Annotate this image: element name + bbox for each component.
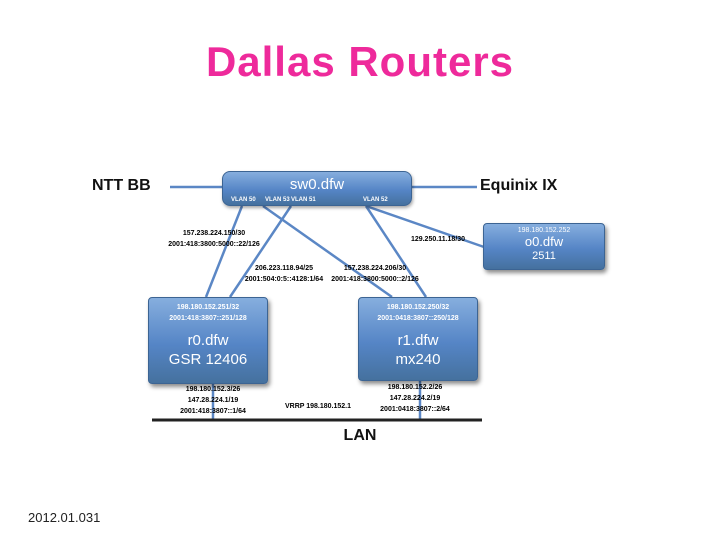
peer-label-equinix-ix: Equinix IX <box>480 177 558 194</box>
link-label-ix: 206.223.118.94/25 2001:504:0:5::4128:1/6… <box>230 264 338 285</box>
page-title: Dallas Routers <box>205 38 515 85</box>
r0-lan-ipv4-b: 147.28.224.1/19 <box>187 396 239 404</box>
r1-lan-ipv4-b: 147.28.224.2/19 <box>389 394 441 402</box>
router-node-r0[interactable]: 198.180.152.251/32 2001:418:3807::251/12… <box>148 297 268 384</box>
r1-lan-ipv4: 198.180.152.2/26 <box>387 384 443 391</box>
o0-model: 2511 <box>532 249 556 262</box>
r0-loopback-ipv6: 2001:418:3807::251/128 <box>169 314 247 322</box>
switch-node-sw0[interactable]: sw0.dfw VLAN 50 VLAN 53 VLAN 51 VLAN 52 <box>222 171 412 206</box>
lan-addresses-r1: 198.180.152.2/26 147.28.224.2/19 2001:04… <box>360 383 470 416</box>
ix-link-ipv6: 2001:504:0:5::4128:1/64 <box>244 275 324 283</box>
vrrp-label: VRRP 198.180.152.1 <box>284 403 352 410</box>
link-label-ntt: 157.238.224.150/30 2001:418:3800:5000::2… <box>152 229 276 250</box>
transit-link-ipv4: 157.238.224.206/30 <box>343 265 407 272</box>
oob-link-ipv4: 129.250.11.18/30 <box>410 236 466 243</box>
transit-link-ipv6: 2001:418:3800:5000::2/126 <box>331 275 419 283</box>
r0-lan-ipv4: 198.180.152.3/26 <box>185 386 241 393</box>
r1-lan-ipv6: 2001:0418:3807::2/64 <box>380 405 450 413</box>
r1-name: r1.dfw <box>397 332 439 349</box>
lan-addresses-r0: 198.180.152.3/26 147.28.224.1/19 2001:41… <box>158 385 268 418</box>
slide-footer-date: 2012.01.031 <box>28 510 101 525</box>
r0-loopback-ipv4: 198.180.152.251/32 <box>176 304 240 311</box>
ix-link-ipv4: 206.223.118.94/25 <box>254 265 313 272</box>
switch-name: sw0.dfw <box>289 176 345 193</box>
r1-loopback-ipv4: 198.180.152.250/32 <box>386 304 450 311</box>
r0-model: GSR 12406 <box>168 350 248 368</box>
r1-loopback-ipv6: 2001:0418:3807::250/128 <box>377 314 459 322</box>
console-node-o0[interactable]: 198.180.152.252 o0.dfw 2511 <box>483 223 605 270</box>
o0-ip: 198.180.152.252 <box>517 227 571 234</box>
r0-name: r0.dfw <box>187 332 229 349</box>
router-node-r1[interactable]: 198.180.152.250/32 2001:0418:3807::250/1… <box>358 297 478 381</box>
vlan-53-label: VLAN 53 <box>265 197 290 203</box>
ntt-link-ipv4: 157.238.224.150/30 <box>182 230 246 237</box>
ntt-link-ipv6: 2001:418:3800:5000::22/126 <box>168 240 260 248</box>
vlan-52-label: VLAN 52 <box>363 197 388 203</box>
r0-lan-ipv6: 2001:418:3807::1/64 <box>180 407 246 415</box>
link-label-transit: 157.238.224.206/30 2001:418:3800:5000::2… <box>316 264 434 285</box>
vlan-51-label: VLAN 51 <box>291 197 316 203</box>
link-label-oob: 129.250.11.18/30 <box>402 235 474 246</box>
lan-label: LAN <box>343 427 377 444</box>
o0-name: o0.dfw <box>524 234 564 249</box>
peer-label-ntt-bb: NTT BB <box>92 177 151 194</box>
vlan-50-label: VLAN 50 <box>231 197 256 203</box>
r1-model: mx240 <box>395 350 441 368</box>
